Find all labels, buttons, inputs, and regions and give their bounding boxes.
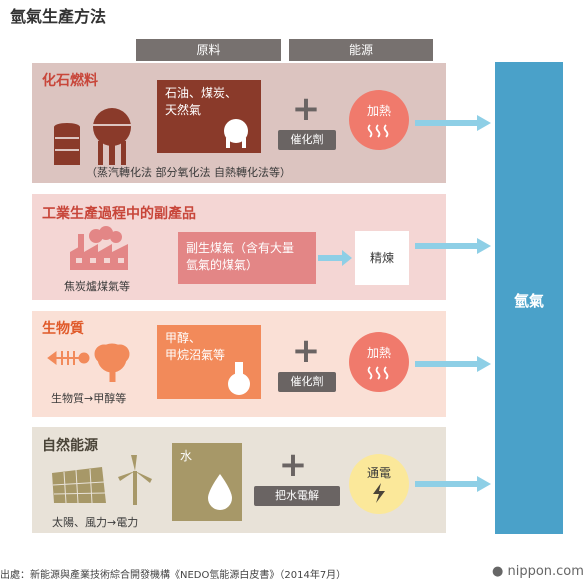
section-biomass-title: 生物質 [42, 321, 84, 337]
column-header-energy: 能源 [289, 39, 433, 61]
electricity-circle: 通電 [349, 454, 409, 514]
fossil-materials-label: 石油、煤炭、 天然氣 [165, 86, 238, 117]
section-industrial-title: 工業生產過程中的副產品 [42, 206, 196, 222]
hydrogen-output-bar: 氫氣 [495, 62, 563, 534]
industrial-caption: 焦炭爐煤氣等 [64, 280, 130, 293]
water-label: 水 [180, 449, 193, 463]
fossil-heat-circle: 加熱 [349, 90, 409, 150]
refine-box: 精煉 [355, 231, 409, 285]
arrow-right-icon [415, 356, 491, 372]
biomass-caption: 生物質→甲醇等 [51, 392, 127, 405]
section-fossil-title: 化石燃料 [42, 73, 98, 89]
heat-icon [367, 124, 389, 138]
gas-tank-icon [224, 119, 248, 148]
brand-name: nippon.com [507, 564, 584, 579]
arrow-right-icon [415, 115, 491, 131]
hydrogen-label: 氫氣 [513, 292, 544, 310]
plus-icon: + [291, 331, 321, 371]
factory-icon [70, 226, 128, 270]
water-box: 水 [172, 443, 242, 521]
biomass-catalyst-label: 催化劑 [278, 372, 336, 392]
lightning-icon [373, 483, 385, 503]
biomass-materials-label: 甲醇、 甲烷沼氣等 [165, 331, 226, 362]
flask-icon [228, 362, 250, 395]
renewable-caption: 太陽、風力→電力 [52, 516, 139, 529]
arrow-right-icon [415, 476, 491, 492]
industrial-materials-box: 副生煤氣（含有大量 氫氣的煤氣） [178, 232, 316, 284]
fossil-heat-label: 加熱 [366, 104, 391, 118]
plus-icon: + [291, 89, 321, 129]
electrolysis-label: 把水電解 [254, 486, 340, 506]
biomass-heat-circle: 加熱 [349, 332, 409, 392]
oil-tank-icon [54, 108, 131, 165]
column-header-source: 原料 [136, 39, 281, 61]
fossil-process-list: （蒸汽轉化法 部分氧化法 自熱轉化法等） [86, 166, 291, 179]
source-footnote: 出處：新能源與產業技術綜合開發機構《NEDO氫能源白皮書》（2014年7月） [0, 570, 347, 581]
fossil-catalyst-label: 催化劑 [278, 130, 336, 150]
section-renewable-title: 自然能源 [42, 438, 98, 454]
arrow-right-icon [415, 238, 491, 254]
brand-logo: ● nippon.com [492, 564, 584, 579]
page-title: 氫氣生產方法 [10, 7, 107, 26]
water-drop-icon [208, 474, 232, 510]
heat-icon [367, 366, 389, 380]
biomass-icon [47, 343, 130, 382]
biomass-heat-label: 加熱 [366, 346, 391, 360]
solar-wind-icon [52, 455, 152, 505]
industrial-materials-label: 副生煤氣（含有大量 氫氣的煤氣） [186, 241, 295, 272]
arrow-right-icon [318, 250, 352, 266]
electricity-label: 通電 [366, 466, 391, 480]
plus-icon: + [278, 445, 308, 485]
